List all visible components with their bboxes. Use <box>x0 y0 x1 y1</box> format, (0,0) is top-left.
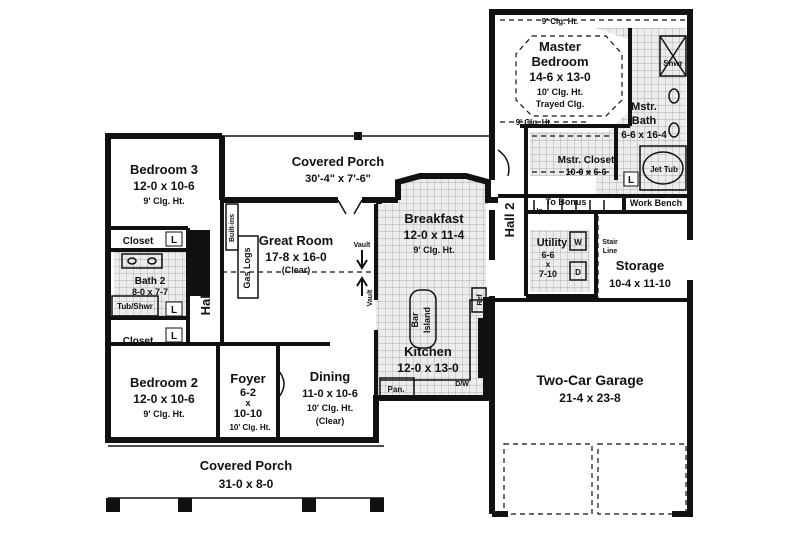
rear-porch-dims: 30'-4" x 7'-6" <box>305 173 371 185</box>
master-closet-name: Mstr. Closet <box>558 155 615 166</box>
dining-note: (Clear) <box>316 416 345 426</box>
jet-tub <box>639 145 687 191</box>
foyer-dims3: 10-10 <box>234 408 262 420</box>
bedroom2-ceiling: 9' Clg. Ht. <box>143 409 184 419</box>
stair-line-2: Line <box>603 248 617 255</box>
tub-shower <box>111 295 159 317</box>
porch-post <box>370 498 384 512</box>
front-porch-name: Covered Porch <box>200 458 293 473</box>
utility-dims3: 7-10 <box>539 269 557 279</box>
dining-dims: 11-0 x 10-6 <box>302 388 358 400</box>
labels: Master Bedroom 14-6 x 13-0 10' Clg. Ht. … <box>117 17 683 491</box>
bedroom2-dims: 12-0 x 10-6 <box>133 392 195 406</box>
vault-label-1: Vault <box>354 242 371 249</box>
dryer-label: D <box>575 268 581 277</box>
up-label: Up <box>533 208 542 215</box>
master-bottom-ceiling: 9' Clg. Ht. <box>516 118 553 127</box>
master-bath-name1: Mstr. <box>631 101 657 113</box>
linen-mark: L <box>628 175 634 186</box>
master-bath-dims: 6-6 x 16-4 <box>621 130 667 141</box>
master-bedroom-dims: 14-6 x 13-0 <box>529 70 591 84</box>
tile-areas <box>114 28 686 396</box>
dw-label: D/W <box>455 381 469 388</box>
bedroom2-name: Bedroom 2 <box>130 375 198 390</box>
porch-post <box>106 498 120 512</box>
gas-logs-label: Gas Logs <box>242 247 252 288</box>
breakfast-dims: 12-0 x 11-4 <box>404 228 465 242</box>
tub-shwr-label: Tub/Shwr <box>117 302 153 311</box>
gas-logs-box <box>237 235 259 299</box>
island-shape <box>409 289 437 349</box>
master-bath-name2: Bath <box>632 115 657 127</box>
vault-label-2: Vault <box>367 289 374 306</box>
foyer-name: Foyer <box>230 371 265 386</box>
master-bedroom-name2: Bedroom <box>531 54 588 69</box>
jet-tub-label: Jet Tub <box>650 165 678 174</box>
front-porch-dims: 31-0 x 8-0 <box>219 477 274 491</box>
washer-label: W <box>574 238 582 247</box>
hall1-label: Hall 1 <box>198 281 213 316</box>
utility-dims2: x <box>546 260 551 269</box>
master-bedroom-name1: Master <box>539 39 581 54</box>
stairs <box>533 200 605 212</box>
great-room-dims: 17-8 x 16-0 <box>265 250 327 264</box>
garage-name: Two-Car Garage <box>536 372 643 388</box>
built-ins-box <box>225 203 239 251</box>
foyer-ceiling: 10' Clg. Ht. <box>229 423 270 432</box>
porch-post <box>178 498 192 512</box>
breakfast-name: Breakfast <box>404 211 464 226</box>
linen-mark: L <box>171 331 177 342</box>
master-closet-dims: 10-0 x 6-6 <box>565 167 606 177</box>
fireplace <box>188 230 210 296</box>
foyer-dims2: x <box>245 398 250 408</box>
bar-label: Bar <box>410 312 420 328</box>
work-bench-label: Work Bench <box>630 198 682 208</box>
bedroom3-name: Bedroom 3 <box>130 162 198 177</box>
closet-upper-label: Closet <box>123 236 154 247</box>
dining-name: Dining <box>310 369 350 384</box>
stair-line-1: Stair <box>602 239 618 246</box>
island-label: Island <box>422 307 432 333</box>
master-top-ceiling: 9' Clg. Ht. <box>542 17 579 26</box>
dining-ceiling: 10' Clg. Ht. <box>307 403 353 413</box>
kitchen-name: Kitchen <box>404 344 452 359</box>
fixtures <box>106 19 687 515</box>
utility-name: Utility <box>537 237 568 249</box>
closet-lower-label: Closet <box>123 336 154 347</box>
kitchen-dims: 12-0 x 13-0 <box>397 361 459 375</box>
built-ins-label: Built-ins <box>229 214 236 242</box>
rear-porch-name: Covered Porch <box>292 154 385 169</box>
bedroom3-dims: 12-0 x 10-6 <box>133 179 195 193</box>
shower-stall <box>659 35 687 77</box>
breakfast-ceiling: 9' Clg. Ht. <box>413 245 454 255</box>
porch-post <box>302 498 316 512</box>
ref-box <box>471 287 487 313</box>
kitchen-breakfast-tile <box>376 204 486 396</box>
ref-label: Ref <box>477 294 484 306</box>
master-bedroom-ceiling: 10' Clg. Ht. <box>537 87 583 97</box>
linen-mark: L <box>171 235 177 246</box>
closet-tile <box>530 132 616 176</box>
foyer-dims1: 6-2 <box>240 387 256 399</box>
bedroom3-ceiling: 9' Clg. Ht. <box>143 196 184 206</box>
great-room-note: (Clear) <box>282 265 311 275</box>
tray-ceiling <box>515 35 623 117</box>
utility-dims1: 6-6 <box>541 250 554 260</box>
pantry-label: Pan. <box>388 385 405 394</box>
bath2-name: Bath 2 <box>135 276 166 287</box>
storage-name: Storage <box>616 258 664 273</box>
hall2-label: Hall 2 <box>502 203 517 238</box>
to-bonus-label: To Bonus <box>546 197 587 207</box>
shower-label: Shwr <box>663 59 683 68</box>
linen-mark: L <box>171 305 177 316</box>
bath2-dims: 8-0 x 7-7 <box>132 287 168 297</box>
utility-tile <box>530 230 590 292</box>
great-room-name: Great Room <box>259 233 333 248</box>
storage-dims: 10-4 x 11-10 <box>609 278 671 290</box>
master-bedroom-note: Trayed Clg. <box>536 99 585 109</box>
garage-dims: 21-4 x 23-8 <box>559 391 621 405</box>
